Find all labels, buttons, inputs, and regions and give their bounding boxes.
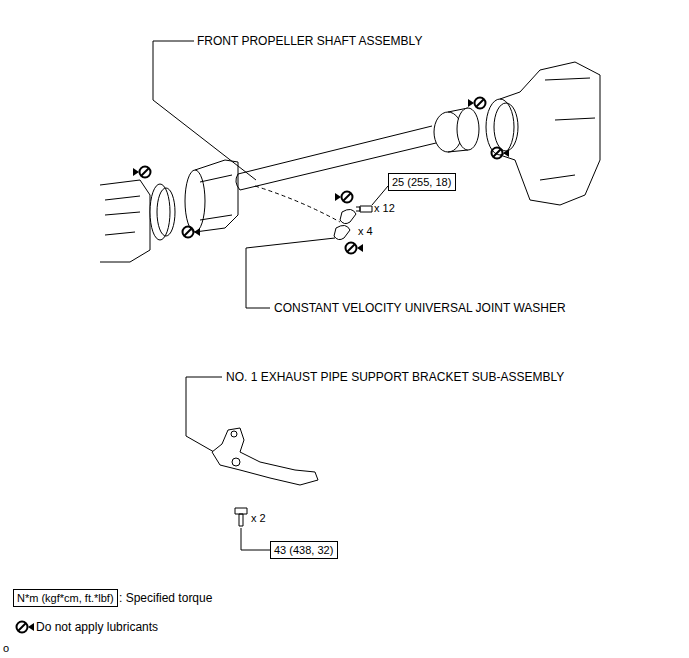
torque-value: 43 (438, 32) bbox=[274, 543, 334, 557]
torque-box: 43 (438, 32) bbox=[270, 541, 338, 559]
page-mark: o bbox=[3, 641, 9, 655]
torque-value: N*m (kgf*cm, ft.*lbf) bbox=[17, 591, 114, 605]
torque-box: 25 (255, 18) bbox=[388, 173, 456, 191]
part-name: NO. 1 EXHAUST PIPE SUPPORT BRACKET SUB-A… bbox=[226, 370, 564, 384]
part-name: CONSTANT VELOCITY UNIVERSAL JOINT WASHER bbox=[274, 301, 566, 315]
quantity: x 4 bbox=[358, 224, 373, 238]
quantity: x 2 bbox=[251, 511, 266, 525]
torque-value: 25 (255, 18) bbox=[392, 175, 452, 189]
legend-text: Do not apply lubricants bbox=[36, 620, 158, 634]
quantity: x 12 bbox=[374, 201, 395, 215]
legend-text: : Specified torque bbox=[119, 591, 212, 605]
part-name: FRONT PROPELLER SHAFT ASSEMBLY bbox=[197, 34, 422, 48]
torque-box: N*m (kgf*cm, ft.*lbf) bbox=[13, 589, 118, 607]
